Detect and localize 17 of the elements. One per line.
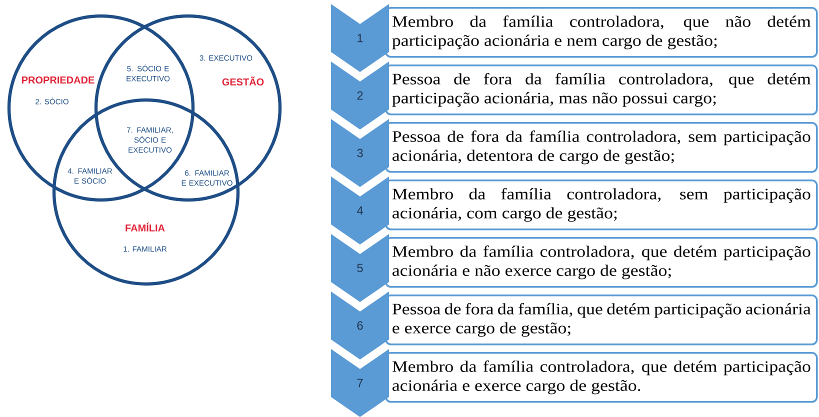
text-box: Membro da família controladora, sem participação acionária, com cargo de gestão; bbox=[385, 180, 818, 230]
text-box: Pessoa de fora da família, que detém participação acionária e exerce cargo de gestão; bbox=[385, 294, 818, 346]
step-number-tab: 4 bbox=[331, 176, 389, 244]
step-number-tab: 3 bbox=[331, 119, 389, 187]
text-box: Membro da família controladora, que detém participação acionária e não exerce cargo de gestão; bbox=[385, 237, 818, 288]
step-number-tab: 5 bbox=[331, 234, 389, 302]
text-box: Membro da família controladora, que não detém participação acionária e nem cargo de gestão; bbox=[385, 7, 818, 58]
circle-title: FAMÍLIA bbox=[126, 222, 165, 232]
text-box: Pessoa de fora da família controladora, que detém participação acionária, mas não possui cargo; bbox=[385, 64, 818, 116]
circle-title: GESTÃO bbox=[222, 76, 264, 86]
circle-title: PROPRIEDADE bbox=[22, 76, 94, 84]
step-number-tab: 6 bbox=[331, 292, 389, 360]
step-number-tab: 7 bbox=[331, 349, 389, 417]
text-box: Membro da família controladora, que detém participação acionária e exerce cargo de gestão. bbox=[385, 352, 818, 403]
text-box: Pessoa de fora da família controladora, sem participação acionária, detentora de cargo de gestão; bbox=[385, 122, 818, 173]
step-number-tab: 2 bbox=[331, 62, 389, 130]
step-number-tab: 1 bbox=[331, 4, 389, 72]
